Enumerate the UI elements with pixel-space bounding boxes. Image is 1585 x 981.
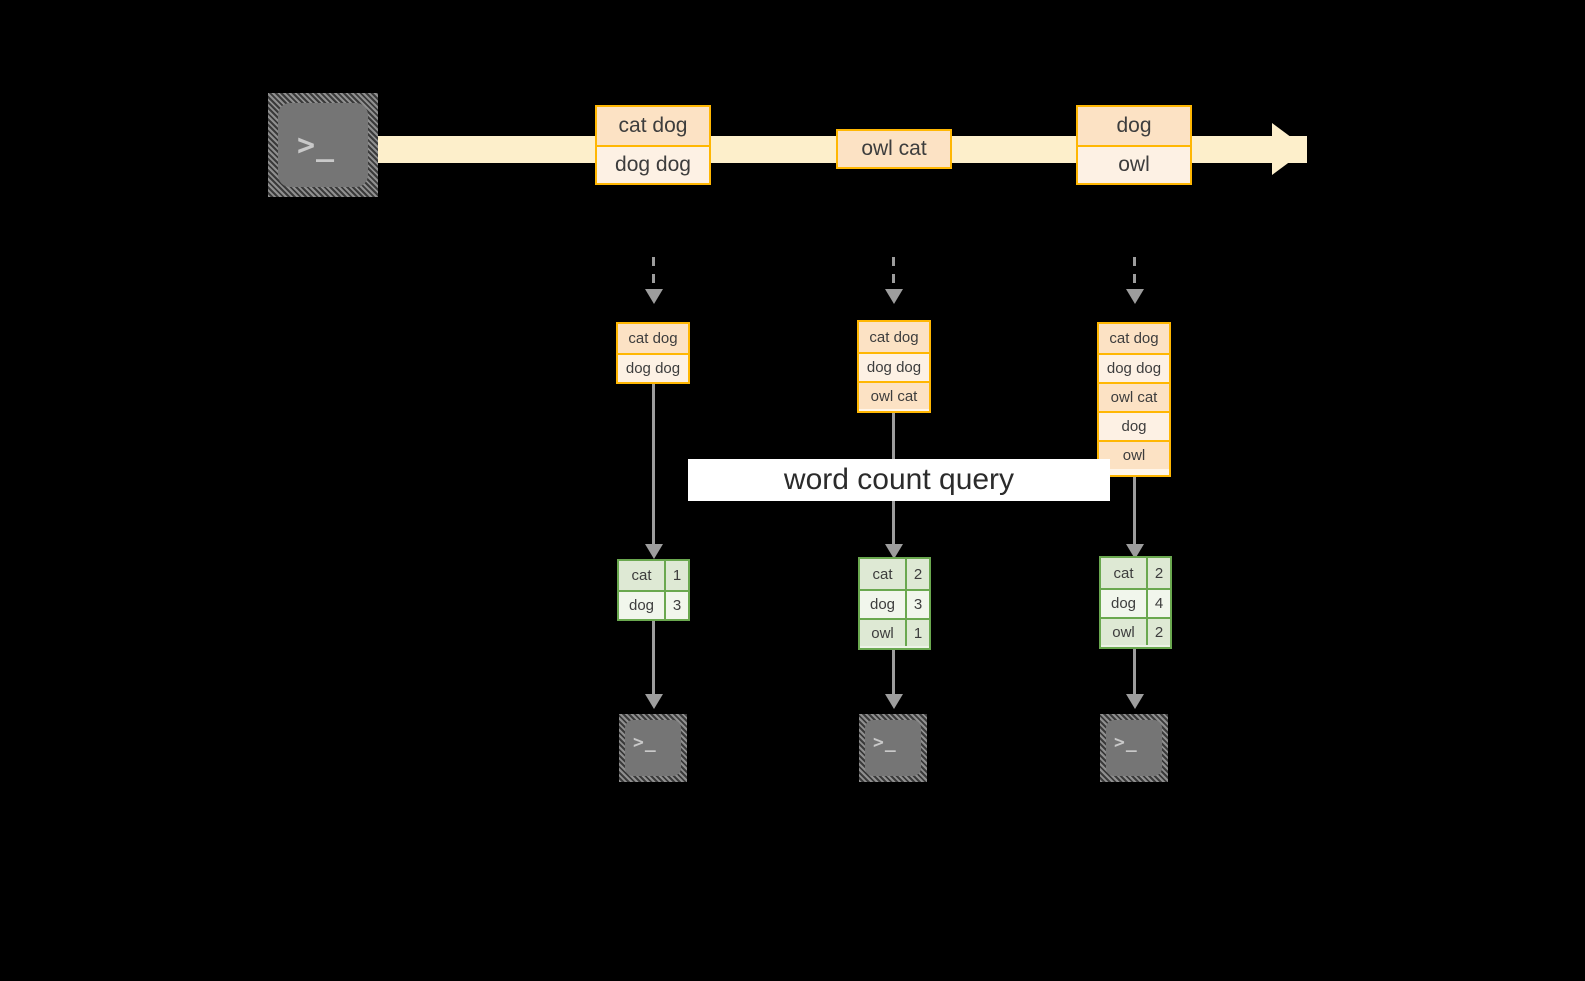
result-count-cell: 2: [1148, 619, 1170, 645]
sink-connector-line: [892, 650, 895, 694]
result-table: cat 1 dog 3: [617, 559, 690, 621]
result-word-cell: cat: [1101, 558, 1148, 588]
terminal-prompt-label: >_: [633, 732, 657, 753]
trigger-arrowhead-icon: [1126, 289, 1144, 304]
trigger-dashed-line: [892, 257, 895, 289]
batch-row: cat dog: [618, 324, 688, 353]
batch-row: owl: [1099, 440, 1169, 469]
result-word-cell: cat: [619, 561, 666, 590]
sink-connector-line: [1133, 649, 1136, 694]
batch-input-table: cat dog dog dog: [616, 322, 690, 384]
table-row: owl 2: [1101, 617, 1170, 645]
trigger-arrowhead-icon: [645, 289, 663, 304]
batch-row: cat dog: [859, 322, 929, 352]
stream-event-line: dog: [1078, 107, 1190, 145]
table-row: dog 3: [619, 590, 688, 619]
result-word-cell: cat: [860, 559, 907, 589]
batch-input-table: cat dog dog dog owl cat: [857, 320, 931, 413]
stream-event-line: owl cat: [838, 131, 950, 167]
result-count-cell: 3: [907, 591, 929, 618]
batch-input-table: cat dog dog dog owl cat dog owl: [1097, 322, 1171, 477]
terminal-body: [625, 720, 681, 776]
result-count-cell: 4: [1148, 590, 1170, 617]
terminal-prompt-label: >_: [873, 732, 897, 753]
result-word-cell: dog: [1101, 590, 1148, 617]
source-terminal-icon[interactable]: >_: [268, 93, 378, 197]
stream-event-box: dog owl: [1076, 105, 1192, 185]
sink-connector-arrowhead-icon: [645, 694, 663, 709]
batch-row: cat dog: [1099, 324, 1169, 353]
result-word-cell: owl: [1101, 619, 1148, 645]
query-connector-line: [1133, 477, 1136, 544]
query-label: word count query: [688, 459, 1110, 501]
sink-terminal-icon[interactable]: >_: [619, 714, 687, 782]
trigger-arrowhead-icon: [885, 289, 903, 304]
stream-event-line: dog dog: [597, 145, 709, 183]
terminal-body: [865, 720, 921, 776]
batch-row: owl cat: [859, 381, 929, 409]
query-connector-line: [652, 384, 655, 544]
result-count-cell: 1: [666, 561, 688, 590]
result-word-cell: owl: [860, 620, 907, 646]
terminal-prompt-label: >_: [297, 128, 336, 163]
table-row: cat 2: [860, 559, 929, 589]
table-row: dog 4: [1101, 588, 1170, 617]
batch-row: dog: [1099, 411, 1169, 440]
trigger-dashed-line: [1133, 257, 1136, 289]
result-count-cell: 2: [907, 559, 929, 589]
table-row: cat 1: [619, 561, 688, 590]
batch-row: dog dog: [859, 352, 929, 381]
result-table: cat 2 dog 4 owl 2: [1099, 556, 1172, 649]
table-row: owl 1: [860, 618, 929, 646]
result-count-cell: 1: [907, 620, 929, 646]
batch-row: owl cat: [1099, 382, 1169, 411]
trigger-dashed-line: [652, 257, 655, 289]
sink-connector-arrowhead-icon: [885, 694, 903, 709]
sink-terminal-icon[interactable]: >_: [859, 714, 927, 782]
sink-terminal-icon[interactable]: >_: [1100, 714, 1168, 782]
table-row: dog 3: [860, 589, 929, 618]
result-table: cat 2 dog 3 owl 1: [858, 557, 931, 650]
query-connector-arrowhead-icon: [1126, 544, 1144, 559]
sink-connector-line: [652, 621, 655, 694]
table-row: cat 2: [1101, 558, 1170, 588]
terminal-body: [1106, 720, 1162, 776]
stream-event-line: cat dog: [597, 107, 709, 145]
stream-event-box: owl cat: [836, 129, 952, 169]
batch-row: dog dog: [1099, 353, 1169, 382]
result-word-cell: dog: [619, 592, 666, 619]
terminal-body: [278, 103, 368, 187]
stream-event-line: owl: [1078, 145, 1190, 183]
result-count-cell: 2: [1148, 558, 1170, 588]
stream-arrowhead: [1272, 123, 1307, 175]
terminal-prompt-label: >_: [1114, 732, 1138, 753]
batch-row: dog dog: [618, 353, 688, 382]
query-connector-arrowhead-icon: [885, 544, 903, 559]
sink-connector-arrowhead-icon: [1126, 694, 1144, 709]
result-count-cell: 3: [666, 592, 688, 619]
result-word-cell: dog: [860, 591, 907, 618]
query-connector-arrowhead-icon: [645, 544, 663, 559]
stream-event-box: cat dog dog dog: [595, 105, 711, 185]
